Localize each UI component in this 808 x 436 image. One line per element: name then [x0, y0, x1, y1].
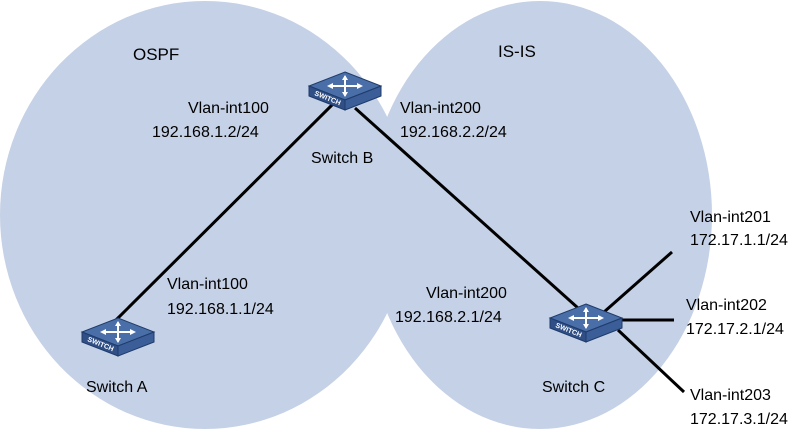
iface-c-vlan201-name: Vlan-int201	[690, 209, 771, 226]
switch-b-label: Switch B	[311, 150, 373, 167]
iface-b-vlan100-name: Vlan-int100	[188, 100, 269, 117]
iface-c-vlan200-name: Vlan-int200	[426, 285, 507, 302]
iface-c-vlan202-ip: 172.17.2.1/24	[686, 321, 784, 338]
iface-a-vlan100-ip: 192.168.1.1/24	[167, 301, 274, 318]
iface-b-vlan200-name: Vlan-int200	[400, 100, 481, 117]
iface-c-vlan203-name: Vlan-int203	[690, 387, 771, 404]
iface-c-vlan200-ip: 192.168.2.1/24	[395, 309, 502, 326]
switch-c-label: Switch C	[542, 379, 605, 396]
switch-a-label: Switch A	[86, 379, 148, 396]
stub-link-203	[616, 328, 686, 394]
iface-c-vlan203-ip: 172.17.3.1/24	[690, 411, 788, 428]
ospf-region	[0, 1, 410, 429]
iface-c-vlan202-name: Vlan-int202	[686, 297, 767, 314]
isis-region	[368, 1, 712, 429]
link-b-c	[353, 106, 580, 310]
link-a-b	[114, 100, 337, 322]
ospf-region-label: OSPF	[133, 45, 179, 64]
iface-c-vlan201-ip: 172.17.1.1/24	[690, 232, 788, 249]
stub-link-201	[603, 250, 673, 314]
isis-region-label: IS-IS	[498, 42, 536, 61]
iface-a-vlan100-name: Vlan-int100	[167, 276, 248, 293]
iface-b-vlan100-ip: 192.168.1.2/24	[152, 124, 259, 141]
iface-b-vlan200-ip: 192.168.2.2/24	[400, 124, 507, 141]
